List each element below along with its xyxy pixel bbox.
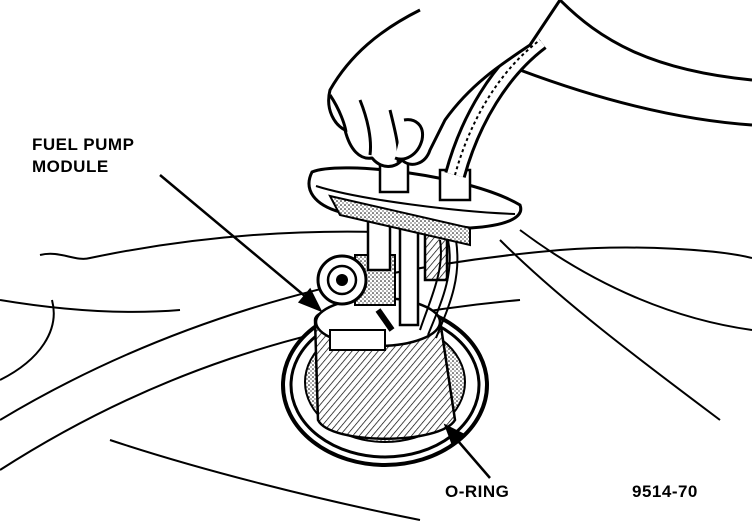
fuel-pump-leader: [159, 174, 313, 303]
wire-bundle: [444, 31, 547, 178]
wiring-harness: [419, 239, 459, 339]
fuel-pump-label-line1: FUEL PUMP: [32, 135, 135, 154]
o-ring-leader: [451, 433, 491, 479]
o-ring-arrowhead: [443, 423, 465, 445]
module-flange: [307, 166, 523, 247]
fuel-pump-arrowhead: [297, 287, 323, 313]
pump-canister: [313, 296, 457, 440]
leader-lines: [159, 174, 491, 479]
o-ring-label: O-RING: [445, 482, 510, 501]
hand: [327, 0, 752, 168]
figure-number: 9514-70: [632, 482, 698, 501]
fuel-pump-module-label: FUEL PUMP MODULE: [32, 134, 134, 178]
fuel-pump-label-line2: MODULE: [32, 157, 109, 176]
